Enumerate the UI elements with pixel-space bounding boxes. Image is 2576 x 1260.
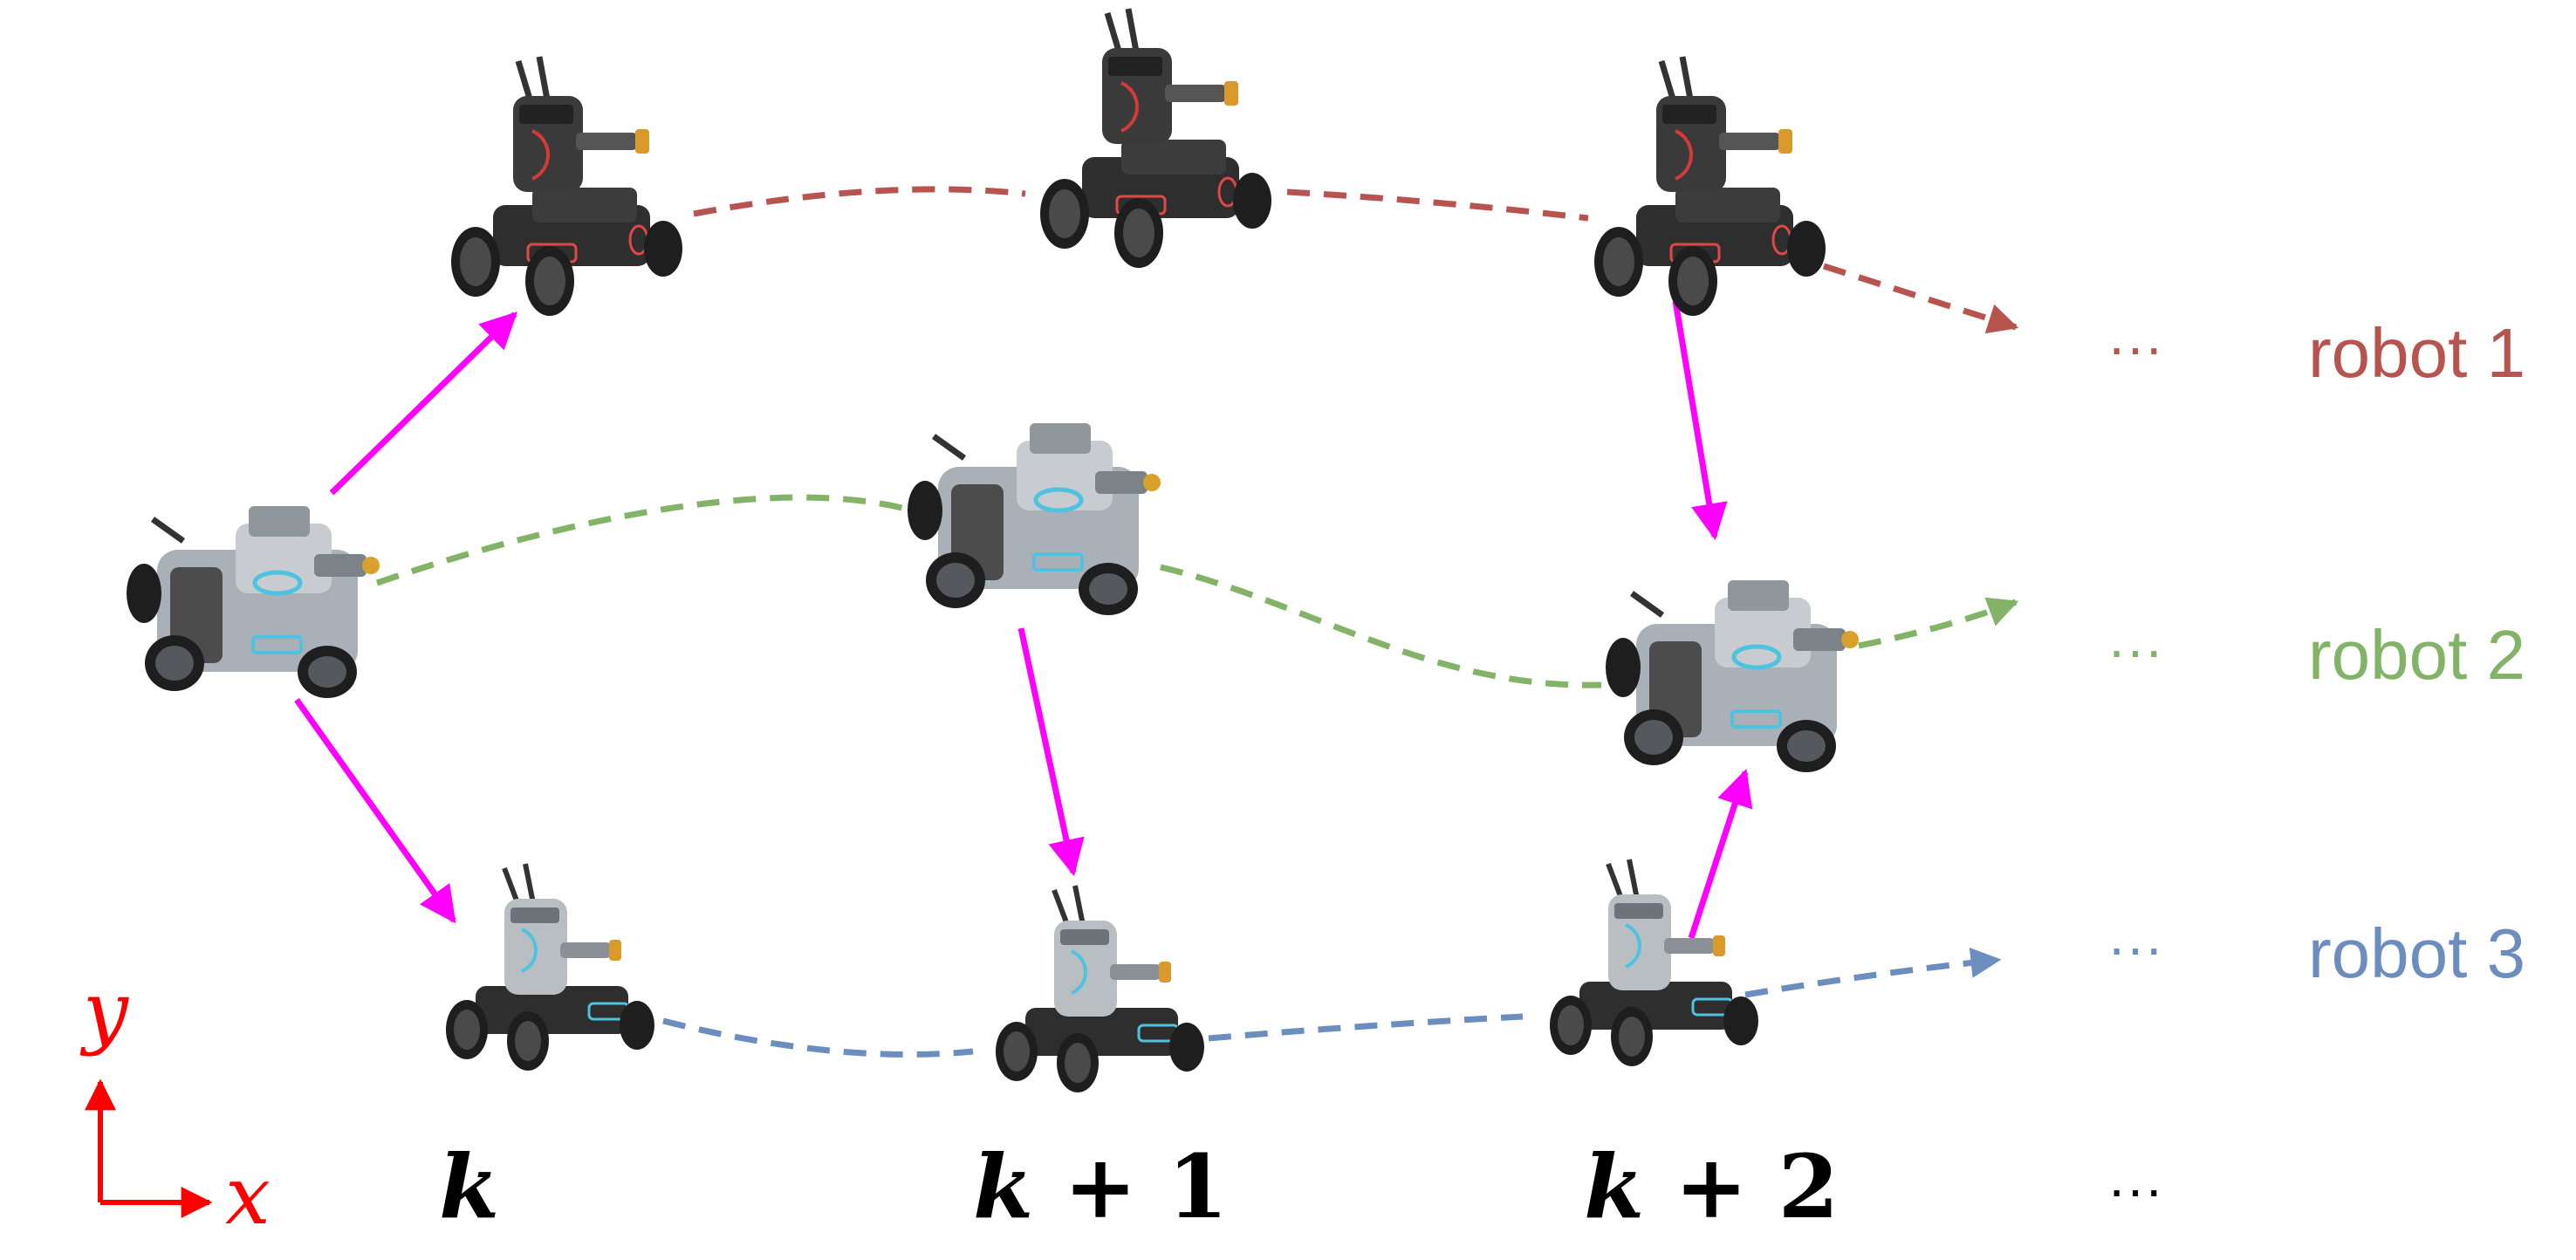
link-arrow-r1k2-to-r2k2: [1672, 300, 1728, 541]
robomaster-robot-icon: [1550, 859, 1758, 1066]
robomaster-robot-icon: [451, 57, 682, 316]
robomaster-robot-icon: [908, 423, 1161, 615]
time-step-more: ···: [2107, 1158, 2163, 1221]
link-arrow-r2k-to-r3k: [294, 697, 456, 924]
x-axis-label: x: [225, 1149, 271, 1243]
robomaster-robot-icon: [127, 506, 380, 698]
time-step-k2-rest: + 2: [1644, 1135, 1839, 1238]
robomaster-robot-icon: [1040, 9, 1271, 268]
link-arrow-r2k-to-r1k: [329, 312, 518, 496]
robot3-trajectory: [662, 960, 1998, 1058]
time-step-k2-var: k: [1584, 1135, 1644, 1238]
robomaster-robot-icon: [1594, 57, 1826, 316]
time-step-k1-var: k: [973, 1135, 1033, 1238]
robomaster-robot-icon: [996, 886, 1204, 1092]
link-arrow-r2k1-to-r3k1: [1017, 627, 1085, 877]
robot2-trajectory: [375, 494, 2016, 688]
time-step-k1-rest: + 1: [1033, 1135, 1228, 1238]
robot1-label: robot 1: [2308, 314, 2525, 392]
y-axis-label: y: [79, 964, 129, 1058]
robomaster-robot-icon: [1606, 580, 1859, 772]
time-step-k: k: [439, 1135, 499, 1238]
robot1-ellipsis: ···: [2107, 316, 2163, 379]
robot1-trajectory: [693, 186, 2016, 327]
robot2-label: robot 2: [2308, 616, 2525, 694]
time-step-k-plus-2: k + 2: [1584, 1135, 1839, 1238]
robomaster-robot-icon: [446, 864, 654, 1071]
robot2-ellipsis: ···: [2107, 619, 2163, 681]
link-arrow-r3k2-to-r2k2: [1688, 769, 1753, 940]
robot3-label: robot 3: [2308, 914, 2525, 992]
robot3-ellipsis: ···: [2107, 916, 2163, 979]
time-step-k-plus-1: k + 1: [973, 1135, 1228, 1238]
